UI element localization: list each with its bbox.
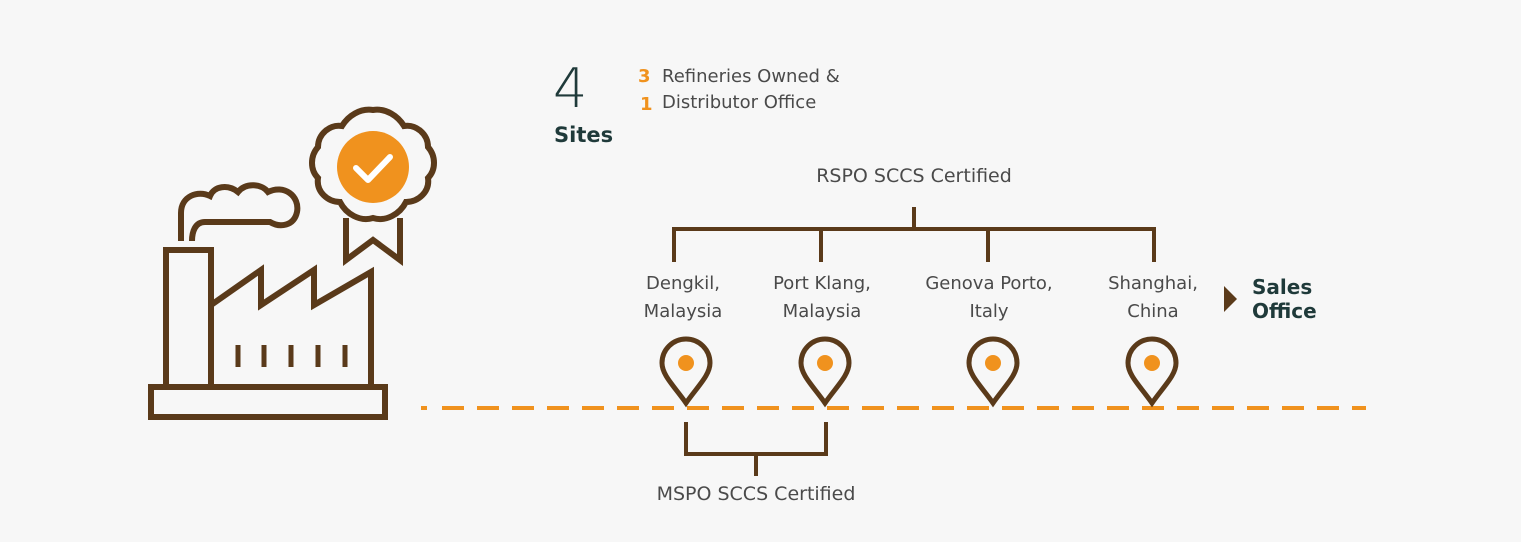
rspo-certification-label: RSPO SCCS Certified — [816, 165, 1012, 187]
distributor-text: Distributor Office — [662, 92, 817, 113]
location-pin-icon[interactable] — [798, 336, 852, 408]
location-pin-icon[interactable] — [659, 336, 713, 408]
mspo-bracket — [684, 422, 828, 476]
refineries-count: 3 — [638, 66, 651, 87]
location-pin-icon[interactable] — [1125, 336, 1179, 408]
site-country: China — [1127, 301, 1179, 322]
sites-count: 4 — [553, 57, 588, 120]
site-label-port-klang: Port Klang, Malaysia — [732, 270, 912, 326]
location-pin-icon[interactable] — [966, 336, 1020, 408]
sales-office-line1: Sales — [1252, 275, 1313, 299]
mspo-certification-label: MSPO SCCS Certified — [656, 483, 856, 505]
factory-icon — [148, 182, 388, 420]
site-country: Italy — [969, 301, 1009, 322]
site-label-dengkil: Dengkil, Malaysia — [593, 270, 773, 326]
sales-office-line2: Office — [1252, 299, 1317, 323]
refineries-text: Refineries Owned & — [662, 66, 840, 87]
sales-office-label: Sales Office — [1252, 275, 1317, 323]
rspo-bracket — [672, 207, 1156, 262]
site-city: Genova Porto, — [925, 273, 1053, 294]
site-city: Dengkil, — [646, 273, 720, 294]
arrow-right-icon — [1224, 286, 1237, 312]
sites-label: Sites — [554, 123, 614, 147]
site-label-shanghai: Shanghai, China — [1063, 270, 1243, 326]
site-city: Port Klang, — [773, 273, 871, 294]
site-country: Malaysia — [782, 301, 862, 322]
site-label-genova-porto: Genova Porto, Italy — [899, 270, 1079, 326]
distributor-count: 1 — [640, 94, 653, 115]
certified-badge-icon — [309, 106, 437, 266]
site-city: Shanghai, — [1108, 273, 1198, 294]
site-country: Malaysia — [643, 301, 723, 322]
